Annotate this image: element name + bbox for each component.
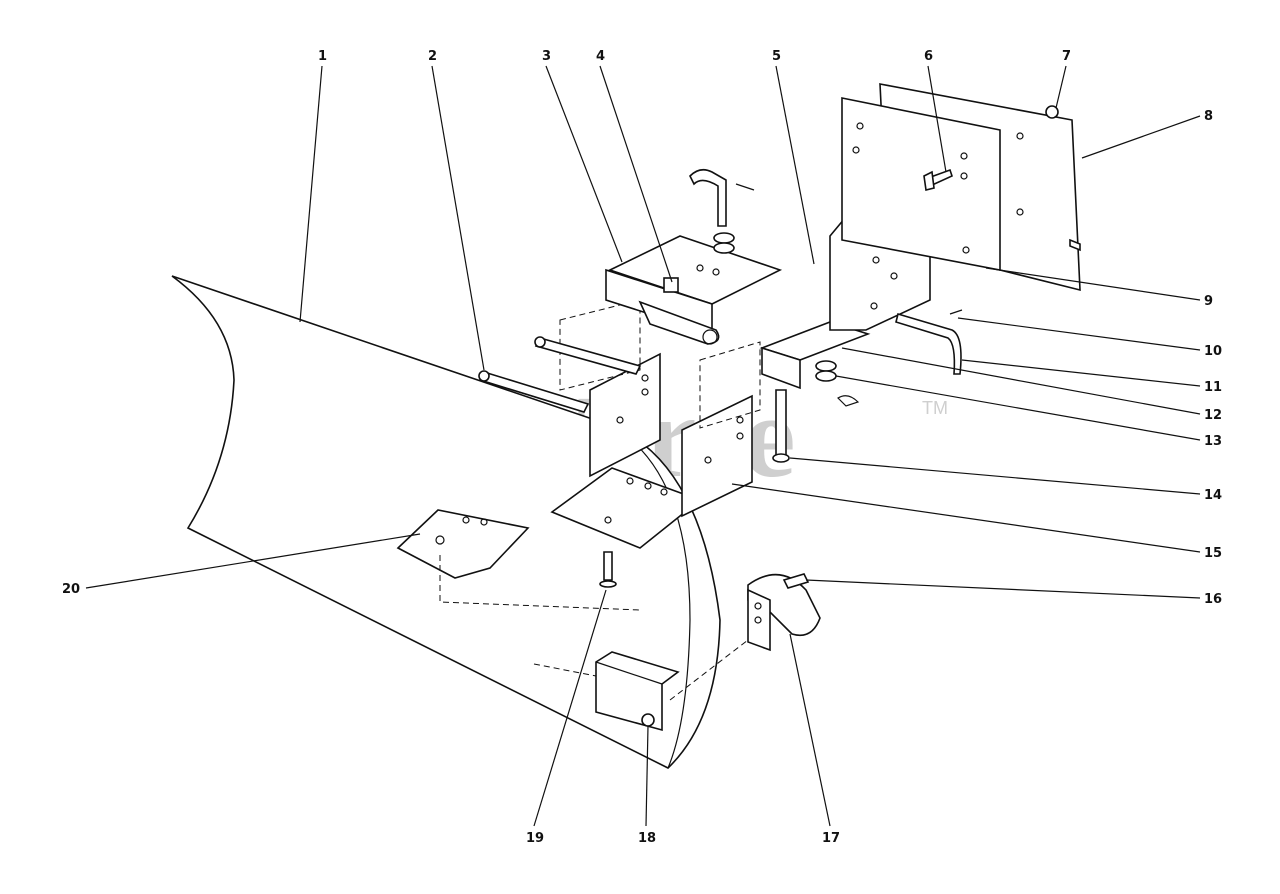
- leader-lines: [85, 65, 1201, 827]
- callout-2: 2: [428, 49, 437, 64]
- callout-3: 3: [542, 49, 551, 64]
- pivot-bolt: [772, 360, 860, 463]
- callout-17: 17: [822, 831, 840, 846]
- callout-9: 9: [1204, 294, 1213, 309]
- callout-4: 4: [596, 49, 605, 64]
- callout-13: 13: [1204, 434, 1222, 449]
- callout-6: 6: [924, 49, 933, 64]
- callout-14: 14: [1204, 488, 1222, 503]
- skid-bracket: [396, 509, 641, 611]
- callout-10: 10: [1204, 344, 1222, 359]
- callout-5: 5: [772, 49, 781, 64]
- mounting-plates: [841, 83, 1081, 292]
- pivot-side-plates: [559, 299, 761, 518]
- callout-1: 1: [318, 49, 327, 64]
- l-pin-right: [895, 309, 963, 375]
- blade-mount-plate: [550, 467, 702, 549]
- callout-20: 20: [62, 582, 80, 597]
- callout-16: 16: [1204, 592, 1222, 607]
- callout-7: 7: [1062, 49, 1071, 64]
- callout-11: 11: [1204, 380, 1222, 395]
- skid-shoe: [669, 573, 821, 701]
- callout-12: 12: [1204, 408, 1222, 423]
- small-bolts: [599, 551, 810, 727]
- spacer-block: [533, 651, 680, 732]
- trademark-symbol: TM: [922, 398, 948, 418]
- l-pin-top: [689, 168, 755, 254]
- callout-15: 15: [1204, 546, 1222, 561]
- pivot-pins: [478, 336, 642, 413]
- callout-8: 8: [1204, 109, 1213, 124]
- swivel-bracket: [605, 235, 783, 345]
- callout-19: 19: [526, 831, 544, 846]
- callout-18: 18: [638, 831, 656, 846]
